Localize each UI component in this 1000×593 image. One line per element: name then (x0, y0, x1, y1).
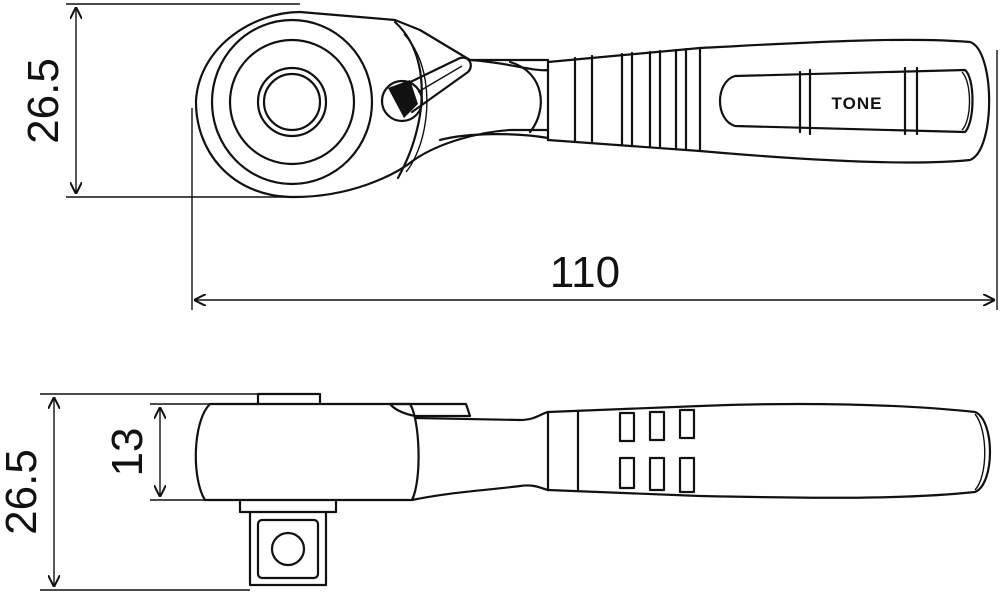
direction-lever (380, 56, 472, 123)
top-view: TONE (194, 10, 991, 199)
head-thickness-dimension: 13 (103, 403, 210, 501)
side-head-outline (194, 402, 420, 502)
grip-section (546, 46, 702, 153)
neck-curve (508, 60, 542, 134)
cover-plate-inner (403, 33, 428, 173)
head-thickness-label: 13 (103, 428, 152, 477)
side-top-lug (256, 392, 322, 406)
head-inner-ring (210, 18, 374, 186)
handle-logo: TONE (832, 94, 883, 113)
top-height-dimension: 26.5 (19, 3, 300, 198)
head-top-edge (298, 10, 550, 62)
handle-label-panel (719, 68, 974, 134)
side-grip (546, 404, 702, 498)
drive-ring-outer (228, 38, 356, 166)
drive-ring-inner (262, 72, 322, 132)
side-view (194, 392, 991, 587)
length-dimension: 110 (191, 50, 998, 310)
side-handle (698, 402, 991, 499)
drive-ring-mid (256, 66, 328, 138)
neck-lower (438, 133, 550, 142)
top-height-label: 26.5 (19, 58, 68, 144)
length-label: 110 (550, 248, 620, 297)
square-drive (238, 498, 338, 587)
side-height-dimension: 26.5 (0, 393, 258, 591)
neck-upper (468, 58, 550, 72)
side-cover-tab (388, 402, 472, 418)
handle-outline (698, 38, 991, 164)
side-height-label: 26.5 (0, 449, 46, 535)
side-neck (410, 410, 550, 502)
